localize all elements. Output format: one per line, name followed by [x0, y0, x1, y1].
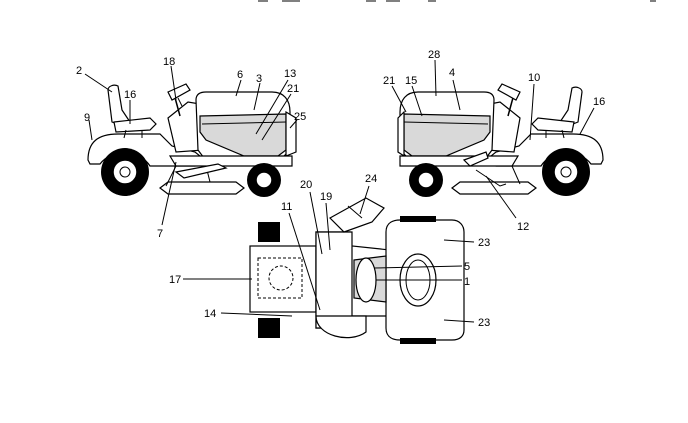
frame-right — [399, 155, 520, 167]
callout-1: 1 — [464, 276, 470, 288]
callout-16-left: 16 — [124, 89, 136, 101]
side-panel-top — [315, 231, 353, 329]
rear-body-top — [249, 245, 317, 313]
steering-wheel — [167, 83, 191, 101]
callout-23-bottom: 23 — [478, 317, 490, 329]
callout-9: 9 — [84, 112, 90, 124]
height-lever — [462, 151, 489, 167]
seat-right — [531, 117, 575, 133]
callout-5: 5 — [464, 261, 470, 273]
callout-23-top: 23 — [478, 237, 490, 249]
callout-24: 24 — [365, 173, 377, 185]
callout-13: 13 — [284, 68, 296, 80]
callout-4: 4 — [449, 67, 455, 79]
callout-21-left: 21 — [287, 83, 299, 95]
callout-21-right: 21 — [383, 75, 395, 87]
footrest — [174, 163, 228, 179]
rear-right-tire-top — [258, 318, 280, 338]
callout-6: 6 — [237, 69, 243, 81]
front-right-tire-top — [400, 338, 436, 344]
front-grille-right — [397, 110, 405, 158]
front-grille — [285, 110, 297, 157]
front-left-tire-top — [400, 216, 436, 222]
callout-17: 17 — [169, 274, 181, 286]
callout-14: 14 — [204, 308, 216, 320]
steering-wheel-right — [497, 83, 521, 101]
discharge-chute — [329, 197, 385, 233]
callout-7: 7 — [157, 228, 163, 240]
callout-20: 20 — [300, 179, 312, 191]
rear-left-tire-top — [258, 222, 280, 242]
tractor-top-view — [249, 197, 465, 344]
callout-15: 15 — [405, 75, 417, 87]
callout-28: 28 — [428, 49, 440, 61]
callout-16-right: 16 — [593, 96, 605, 108]
callout-25: 25 — [294, 111, 306, 123]
callout-10: 10 — [528, 72, 540, 84]
callout-19: 19 — [320, 191, 332, 203]
callout-18: 18 — [163, 56, 175, 68]
callout-3: 3 — [256, 73, 262, 85]
callout-12: 12 — [517, 221, 529, 233]
callout-2: 2 — [76, 65, 82, 77]
seat — [113, 117, 157, 133]
callout-11: 11 — [281, 201, 292, 213]
tractor-right-side-view — [397, 83, 604, 197]
tractor-left-side-view — [87, 83, 297, 197]
seat-back-right — [559, 86, 583, 127]
steering-wheel-top — [355, 257, 377, 303]
leader-lines — [84, 59, 595, 323]
frame — [168, 155, 293, 167]
deck-round-top — [315, 315, 367, 339]
callout-labels: 2 16 9 18 6 3 13 21 25 7 21 15 28 4 10 1… — [76, 49, 605, 329]
mower-deck — [159, 181, 245, 195]
